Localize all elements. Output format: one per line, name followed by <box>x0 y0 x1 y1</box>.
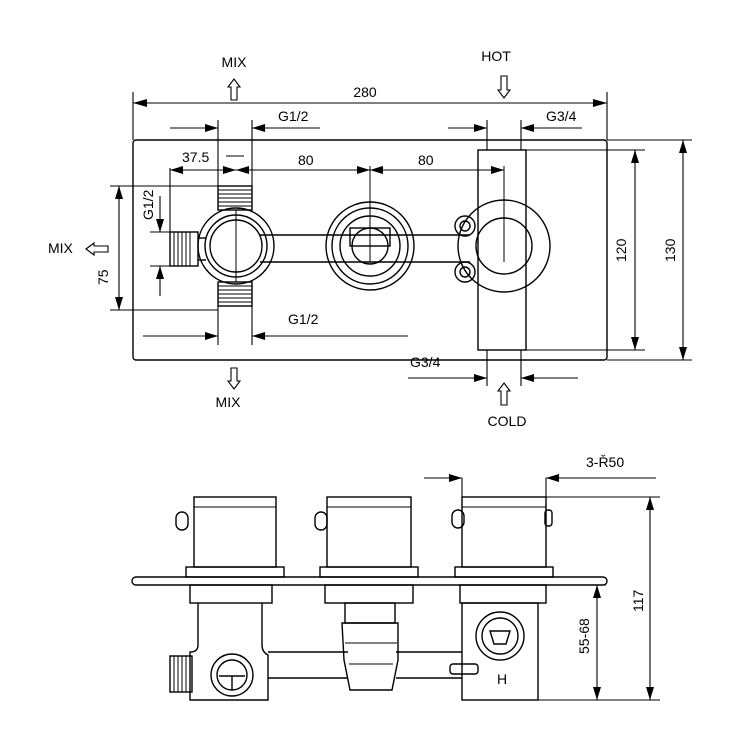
dim-117-label: 117 <box>630 589 646 612</box>
front-view: 280 G1/2 G3/4 <box>48 48 692 429</box>
hot-arrow-icon <box>496 75 512 99</box>
g-half-left-label: G1/2 <box>140 189 156 220</box>
dim-g-half-bottom: G1/2 <box>143 306 408 345</box>
g-three-quarter-bottom-label: G3/4 <box>410 354 441 370</box>
side-cover-plate <box>131 576 608 586</box>
right-valve-body <box>454 149 551 351</box>
mix-top-arrow-icon <box>226 78 242 101</box>
dim-55-68: 55-68 <box>553 584 606 700</box>
dim-130-label: 130 <box>662 238 678 262</box>
g-three-quarter-top-label: G3/4 <box>546 108 577 124</box>
hot-indicator: HOT <box>481 48 512 99</box>
cold-arrow-icon <box>496 382 512 406</box>
dim-120: 120 <box>526 149 645 351</box>
cold-label: COLD <box>488 413 527 429</box>
cover-plate <box>132 139 608 361</box>
mix-top-indicator: MIX <box>222 54 248 101</box>
dim-55-68-label: 55-68 <box>576 618 592 654</box>
mix-left-label: MIX <box>48 240 74 256</box>
dim-75: 75 <box>95 185 218 311</box>
mix-left-arrow-icon <box>85 241 109 257</box>
side-pipe <box>268 651 462 679</box>
side-view: H 3-Ř50 117 55-68 <box>131 454 660 701</box>
dim-g-half-left: G1/2 <box>140 189 170 296</box>
cold-indicator: COLD <box>488 382 527 429</box>
dim-120-label: 120 <box>613 238 629 262</box>
dim-radius-note: 3-Ř50 <box>424 454 656 497</box>
left-valve-body <box>169 185 275 307</box>
mix-top-label: MIX <box>222 54 248 70</box>
handle-center <box>314 496 419 578</box>
mix-bottom-arrow-icon <box>226 367 242 390</box>
center-lines <box>235 166 505 282</box>
g-half-top-label: G1/2 <box>278 108 309 124</box>
handle-left <box>175 496 285 578</box>
mix-bottom-indicator: MIX <box>216 367 242 410</box>
dim-75-label: 75 <box>95 269 111 285</box>
side-center-body <box>324 584 414 691</box>
hot-label: HOT <box>481 48 511 64</box>
mix-bottom-label: MIX <box>216 394 242 410</box>
dim-g-half-top: G1/2 <box>170 108 320 186</box>
dim-37-5-label: 37.5 <box>182 149 209 165</box>
dim-130: 130 <box>607 139 692 361</box>
dim-280-label: 280 <box>353 84 377 100</box>
h-mark: H <box>497 671 507 687</box>
g-half-bottom-label: G1/2 <box>288 311 319 327</box>
handle-right <box>451 496 554 578</box>
pipe-body <box>260 234 470 263</box>
dim-overall-width: 280 <box>132 84 608 140</box>
radius-note-label: 3-Ř50 <box>586 454 624 470</box>
dim-117: 117 <box>538 496 660 701</box>
dim-80-right-label: 80 <box>418 152 434 168</box>
dim-g-three-quarter-top: G3/4 <box>448 108 582 150</box>
dim-80-left-label: 80 <box>298 152 314 168</box>
dim-horizontal-spacing: 37.5 80 80 <box>169 149 504 232</box>
side-left-body <box>169 584 273 701</box>
side-right-body: H <box>449 584 547 701</box>
mix-left-indicator: MIX <box>48 240 109 257</box>
dim-g-three-quarter-bottom: G3/4 <box>408 350 578 386</box>
